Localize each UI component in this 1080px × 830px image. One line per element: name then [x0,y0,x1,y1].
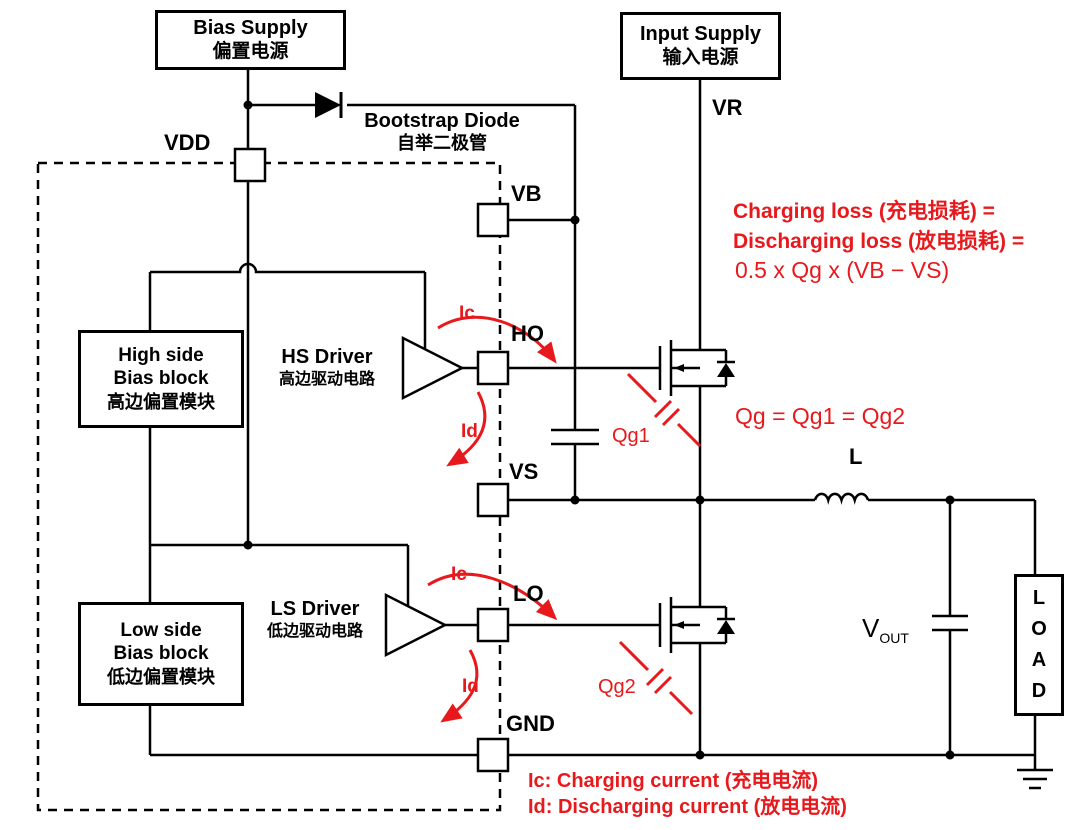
qg1-capacitor-symbol [626,372,702,448]
id-discharging-arrow-top [446,391,487,467]
id-label-bottom: Id [462,676,479,697]
net-label-inductor: L [849,444,863,469]
load-letter-1: L [1032,587,1046,609]
pin-label-vdd: VDD [164,130,211,155]
load-letter-3: A [1031,649,1047,671]
vout-label-sub: OUT [879,630,909,647]
output-capacitor-symbol [932,500,968,755]
bias-supply-box: Bias Supply 偏置电源 [155,10,346,70]
junction-dots [243,100,955,760]
bias-supply-label-cn: 偏置电源 [212,41,289,62]
ground-symbol [1017,755,1053,790]
low-side-bias-block: Low side Bias block 低边偏置模块 [78,602,244,706]
ls-driver-label-cn: 低边驱动电路 [266,623,363,640]
low-side-mosfet-symbol [658,500,735,755]
bootstrap-diode-label-en: Bootstrap Diode [364,110,520,132]
qg-equality-text: Qg = Qg1 = Qg2 [735,403,906,429]
bootstrap-capacitor-symbol [551,428,599,446]
high-side-bias-block: High side Bias block 高边偏置模块 [78,330,244,428]
net-label-vr: VR [712,95,743,120]
pin-terminal-vb [476,202,510,238]
hs-driver-label: HS Driver 高边驱动电路 [262,346,392,390]
pin-label-vs: VS [509,459,539,484]
ic-label-top: Ic [459,303,475,324]
hs-driver-label-en: HS Driver [281,346,373,368]
high-side-bias-line1: High side [118,345,204,366]
high-side-bias-line3: 高边偏置模块 [107,392,215,412]
pin-label-lo: LO [513,581,544,606]
ic-label-bottom: Ic [451,564,467,585]
ic-charging-arrow-top [437,315,557,364]
ic-legend-text: Ic: Charging current (充电电流) [528,770,819,792]
loss-formula-text: 0.5 x Qg x (VB − VS) [735,257,950,283]
low-side-bias-line3: 低边偏置模块 [107,667,215,687]
qg1-label: Qg1 [612,425,650,447]
input-supply-label-en: Input Supply [639,23,762,45]
bootstrap-diode-symbol [315,92,343,118]
pin-terminal-lo [476,607,510,643]
load-letter-4: D [1031,680,1047,702]
hs-driver-label-cn: 高边驱动电路 [278,371,375,388]
high-side-bias-line2: Bias block [113,368,209,389]
id-discharging-arrow-bottom [440,649,479,723]
pin-label-gnd: GND [506,711,555,736]
hs-driver-triangle [401,335,465,401]
red-annotations [427,315,702,723]
vout-label-main: V [862,613,880,643]
load-box: L O A D [1014,574,1064,716]
qg2-label: Qg2 [598,676,636,698]
pin-terminal-gnd [476,737,510,773]
driver-ic-dashed-boundary [36,161,502,812]
ls-driver-label: LS Driver 低边驱动电路 [250,598,380,642]
pin-terminal-vdd [233,147,267,183]
ls-driver-triangle [384,592,448,658]
id-legend-text: Id: Discharging current (放电电流) [528,796,847,818]
discharging-loss-text: Discharging loss (放电损耗) = [733,230,1025,253]
vout-label: VOUT [862,613,909,646]
pin-terminal-vs [476,482,510,518]
load-letter-2: O [1031,618,1047,640]
pin-terminal-ho [476,350,510,386]
bootstrap-diode-label-cn: 自举二极管 [397,133,487,153]
input-supply-box: Input Supply 输入电源 [620,12,781,80]
ls-driver-label-en: LS Driver [270,598,360,620]
low-side-bias-line2: Bias block [113,643,209,664]
id-label-top: Id [461,421,478,442]
input-supply-label-cn: 输入电源 [662,47,739,68]
qg2-capacitor-symbol [618,640,694,716]
inductor-symbol [813,492,870,505]
pin-label-vb: VB [511,181,542,206]
bias-supply-label-en: Bias Supply [193,17,308,39]
low-side-bias-line1: Low side [120,620,202,641]
high-side-mosfet-symbol [658,340,735,500]
bootstrap-diode-label: Bootstrap Diode 自举二极管 [352,110,532,154]
pin-terminals [233,147,510,773]
pin-label-ho: HO [511,321,544,346]
ic-charging-arrow-bottom [427,572,558,621]
charging-loss-text: Charging loss (充电损耗) = [733,200,995,223]
